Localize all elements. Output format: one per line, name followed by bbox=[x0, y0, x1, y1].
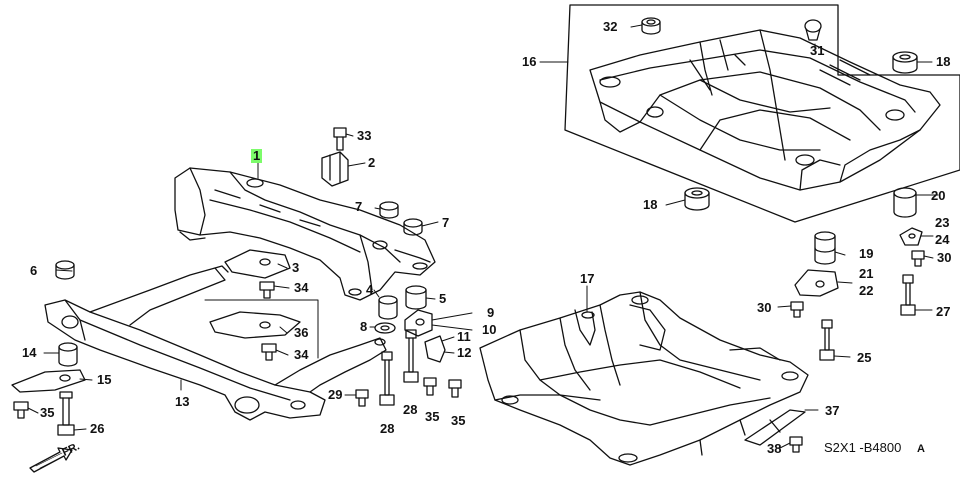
front-direction-arrow-icon bbox=[29, 447, 73, 473]
callout-34-a: 34 bbox=[294, 280, 309, 295]
part-30-bolt-mid bbox=[790, 301, 804, 318]
part-35-bolt-mid bbox=[423, 377, 437, 396]
part-2-bracket bbox=[321, 151, 349, 187]
callout-33: 33 bbox=[357, 128, 372, 143]
part-32-flange-nut bbox=[641, 17, 661, 35]
callout-9: 9 bbox=[487, 305, 495, 320]
callout-31: 31 bbox=[810, 43, 825, 58]
part-7-nut-b bbox=[403, 218, 423, 236]
callout-18-upper: 18 bbox=[936, 54, 951, 69]
part-4-bushing bbox=[378, 295, 398, 320]
callout-13: 13 bbox=[175, 394, 190, 409]
callout-35-right: 35 bbox=[451, 413, 466, 428]
callout-20: 20 bbox=[931, 188, 946, 203]
callout-36: 36 bbox=[294, 325, 309, 340]
part-35-bolt-left bbox=[13, 401, 29, 419]
part-35-bolt-right bbox=[448, 379, 462, 398]
callout-32: 32 bbox=[603, 19, 618, 34]
part-8-washer bbox=[374, 322, 396, 334]
part-18-lower-mount bbox=[684, 187, 710, 211]
subframe-assembly-16 bbox=[589, 29, 941, 191]
callout-28-a: 28 bbox=[403, 402, 418, 417]
callout-28-b: 28 bbox=[380, 421, 395, 436]
callout-29: 29 bbox=[328, 387, 343, 402]
callout-10: 10 bbox=[482, 322, 497, 337]
callout-25: 25 bbox=[857, 350, 872, 365]
callout-27: 27 bbox=[936, 304, 951, 319]
part-21-22-plate bbox=[794, 269, 839, 297]
callout-6: 6 bbox=[30, 263, 38, 278]
callout-3: 3 bbox=[292, 260, 300, 275]
part-3-bracket bbox=[224, 249, 291, 279]
part-27-bolt bbox=[900, 274, 916, 316]
part-34-bolt-b bbox=[261, 343, 277, 361]
callout-18-lower: 18 bbox=[643, 197, 658, 212]
callout-22: 22 bbox=[859, 283, 874, 298]
callout-21: 21 bbox=[859, 266, 874, 281]
drawing-code-suffix: A bbox=[917, 443, 925, 455]
callout-5: 5 bbox=[439, 291, 447, 306]
part-37-bracket bbox=[744, 409, 806, 446]
part-26-bolt bbox=[57, 391, 75, 436]
callout-17: 17 bbox=[580, 271, 595, 286]
drawing-code: S2X1 -B4800 bbox=[824, 440, 902, 455]
part-14-bushing bbox=[58, 342, 78, 367]
callout-14: 14 bbox=[22, 345, 37, 360]
part-28-bolt-b bbox=[379, 351, 395, 406]
callout-15: 15 bbox=[97, 372, 112, 387]
part-25-bolt bbox=[819, 319, 835, 361]
inset-frame-box bbox=[564, 4, 960, 223]
part-7-nut-a bbox=[379, 201, 399, 219]
part-11-12-stopper bbox=[424, 335, 446, 363]
part-36-bracket bbox=[209, 311, 301, 339]
callout-1: 1 bbox=[251, 148, 263, 163]
callout-35-mid: 35 bbox=[425, 409, 440, 424]
callout-8: 8 bbox=[360, 319, 368, 334]
callout-24: 24 bbox=[935, 232, 950, 247]
part-17-subframe bbox=[479, 291, 809, 466]
callout-19: 19 bbox=[859, 246, 874, 261]
callout-11: 11 bbox=[457, 329, 471, 344]
part-1-crossmember bbox=[174, 167, 436, 301]
part-9-10-bracket bbox=[404, 309, 433, 337]
callout-12: 12 bbox=[457, 345, 472, 360]
part-33-bolt bbox=[333, 127, 347, 151]
callout-7-b: 7 bbox=[442, 215, 450, 230]
part-19-bushing bbox=[814, 231, 836, 265]
part-5-bushing bbox=[405, 285, 427, 310]
callout-30-right: 30 bbox=[937, 250, 952, 265]
part-6-mount bbox=[55, 260, 75, 280]
part-34-bolt-a bbox=[259, 281, 275, 299]
callout-37: 37 bbox=[825, 403, 840, 418]
part-23-24-washer bbox=[899, 227, 923, 246]
leader-lines bbox=[27, 24, 939, 449]
callout-16: 16 bbox=[522, 54, 537, 69]
part-30-bolt-right bbox=[911, 250, 925, 267]
part-29-bolt bbox=[355, 389, 369, 407]
part-13-lower-frame bbox=[44, 265, 387, 421]
callout-34-b: 34 bbox=[294, 347, 309, 362]
callout-2: 2 bbox=[368, 155, 376, 170]
part-28-bolt-a bbox=[403, 329, 419, 383]
callout-23: 23 bbox=[935, 215, 950, 230]
part-31-grommet bbox=[804, 19, 822, 41]
callout-35-left: 35 bbox=[40, 405, 55, 420]
callout-26: 26 bbox=[90, 421, 105, 436]
callout-38: 38 bbox=[767, 441, 782, 456]
callout-7-a: 7 bbox=[355, 199, 363, 214]
callout-30-mid: 30 bbox=[757, 300, 772, 315]
part-20-mount bbox=[893, 187, 917, 218]
part-15-bracket bbox=[11, 369, 86, 393]
part-38-bolt bbox=[789, 436, 803, 453]
callout-4: 4 bbox=[366, 282, 374, 297]
part-18-upper-mount bbox=[892, 51, 918, 74]
